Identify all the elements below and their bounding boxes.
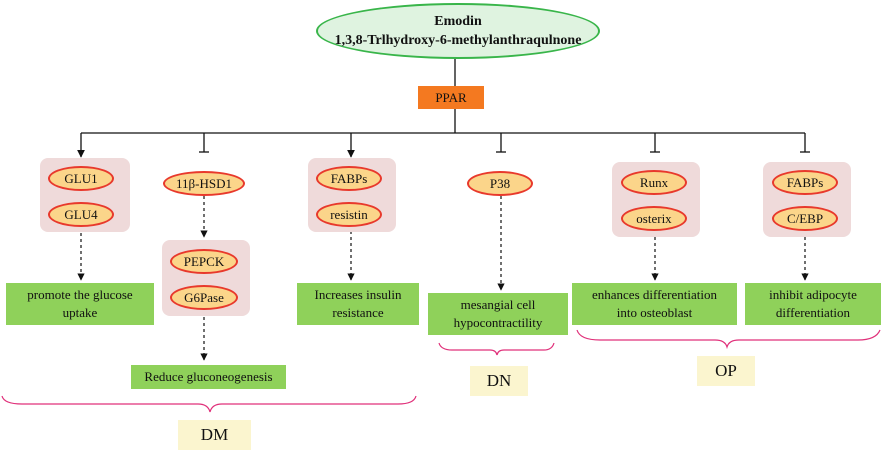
glu1-node: GLU1 [48,166,114,191]
emodin-name: Emodin [434,14,482,29]
osterix-node: osterix [621,206,687,231]
pepck-node: PEPCK [170,249,238,274]
cebp-node: C/EBP [772,206,838,231]
hsd1-node: 11β-HSD1 [163,171,245,196]
fabps-node-2: FABPs [772,170,838,195]
emodin-chemical-name: 1,3,8-Trlhydroxy-6-methylanthraqulnone [334,33,582,48]
category-dm: DM [178,420,251,450]
g6pase-node: G6Pase [170,285,238,310]
runx-node: Runx [621,170,687,195]
glu4-node: GLU4 [48,202,114,227]
p38-node: P38 [467,171,533,196]
resistin-node: resistin [316,202,382,227]
emodin-node: Emodin 1,3,8-Trlhydroxy-6-methylanthraqu… [316,3,600,59]
brace-dn [438,342,555,356]
fabps-node-1: FABPs [316,166,382,191]
category-op: OP [697,356,755,386]
outcome-gluconeogenesis: Reduce gluconeogenesis [131,365,286,389]
ppar-node: PPAR [418,86,484,109]
brace-op [576,329,881,350]
category-dn: DN [470,366,528,396]
brace-dm [1,395,417,413]
